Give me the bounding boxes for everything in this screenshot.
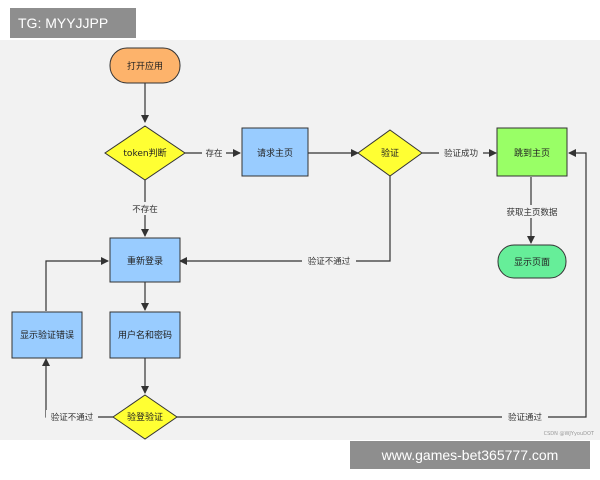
label-verify-fail-relogin: 验证不通过: [308, 256, 351, 267]
node-show-page: 显示页面: [497, 244, 567, 279]
tg-label: TG: MYYJJPP: [10, 8, 136, 38]
svg-text:验登验证: 验登验证: [127, 411, 163, 423]
node-relogin: 重新登录: [109, 237, 181, 283]
edge-login-verify-to-error: [42, 358, 113, 418]
edge-verify-to-relogin: [179, 175, 391, 265]
node-login-verify: 验登验证: [112, 394, 178, 440]
svg-text:请求主页: 请求主页: [257, 147, 293, 159]
diagram-canvas: [0, 40, 600, 440]
label-verify-pass: 验证通过: [508, 412, 543, 423]
node-token-check: token判断: [104, 125, 186, 181]
edge-login-verify-to-goto: [177, 149, 587, 418]
label-exists: 存在: [205, 148, 222, 159]
svg-text:显示页面: 显示页面: [514, 257, 550, 268]
label-not-exists: 不存在: [132, 204, 158, 215]
edge-error-to-relogin: [45, 257, 109, 311]
svg-text:token判断: token判断: [123, 147, 166, 159]
svg-text:跳到主页: 跳到主页: [514, 147, 550, 159]
node-user-password: 用户名和密码: [109, 311, 181, 359]
svg-text:打开应用: 打开应用: [127, 60, 163, 72]
svg-text:用户名和密码: 用户名和密码: [118, 329, 172, 341]
svg-text:验证: 验证: [381, 147, 399, 159]
label-get-home-data: 获取主页数据: [506, 207, 558, 218]
node-show-error: 显示验证错误: [11, 311, 83, 359]
watermark: CSDN @WJYyouDOT: [544, 431, 595, 437]
node-goto-home: 跳到主页: [496, 127, 568, 177]
label-verify-success: 验证成功: [444, 148, 478, 159]
svg-text:重新登录: 重新登录: [127, 255, 163, 267]
node-verify: 验证: [357, 129, 423, 177]
label-verify-fail-error: 验证不通过: [51, 412, 94, 423]
svg-text:显示验证错误: 显示验证错误: [20, 329, 74, 341]
url-banner[interactable]: www.games-bet365777.com: [350, 441, 590, 469]
node-open-app: 打开应用: [109, 47, 181, 84]
node-request-home: 请求主页: [241, 127, 309, 177]
